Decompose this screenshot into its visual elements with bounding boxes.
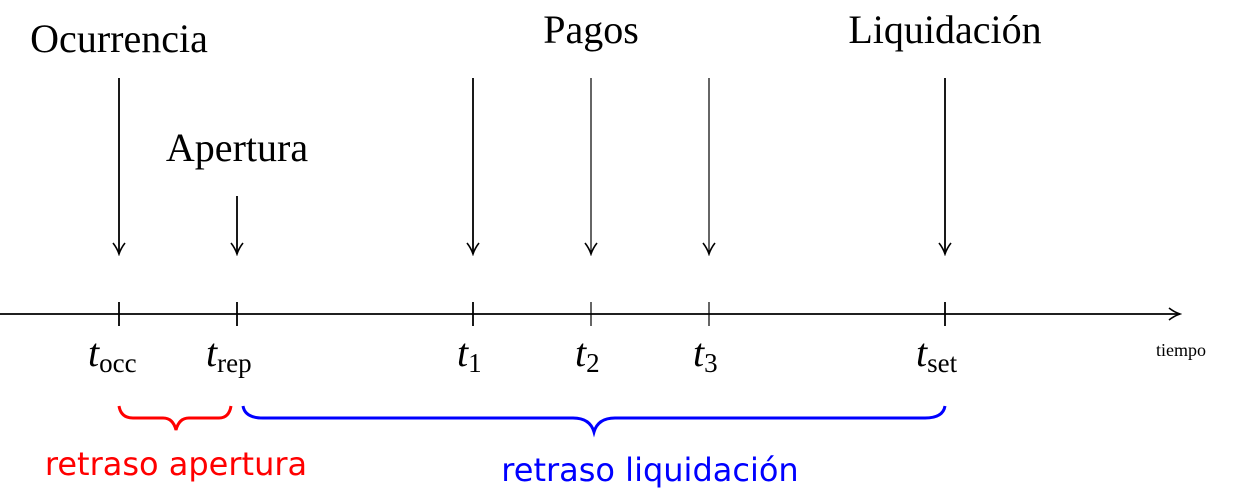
event-arrows — [119, 78, 945, 254]
axis-tick-marks — [118, 302, 946, 326]
event-label-occurrence: Ocurrencia — [30, 16, 208, 61]
brace-settlement-delay — [241, 405, 947, 438]
brace-reporting-delay — [117, 405, 233, 431]
tick-label-set: tset — [916, 330, 958, 378]
tick-label-2: t2 — [575, 330, 600, 378]
event-label-payments: Pagos — [543, 7, 639, 52]
tick-label-3: t3 — [693, 330, 718, 378]
label-settlement-delay: retraso liquidación — [501, 451, 798, 489]
event-label-opening: Apertura — [166, 125, 308, 170]
tick-labels: tocc trep t1 t2 t3 tset — [88, 330, 958, 378]
tick-label-occ: tocc — [88, 330, 137, 378]
event-label-settlement: Liquidación — [848, 7, 1041, 52]
axis-label-time: tiempo — [1156, 340, 1206, 360]
tick-label-1: t1 — [457, 330, 482, 378]
tick-label-rep: trep — [206, 330, 252, 378]
label-reporting-delay: retraso apertura — [45, 445, 307, 483]
